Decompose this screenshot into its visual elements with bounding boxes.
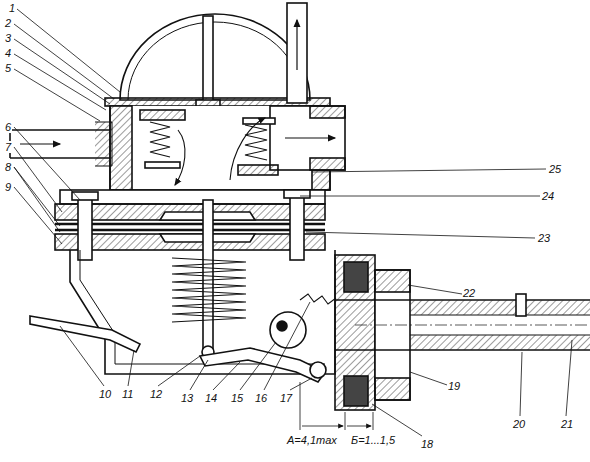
callout-number: 22	[462, 287, 476, 299]
callout-number: 13	[180, 392, 194, 404]
callout-number: 1	[8, 2, 16, 14]
callout-number: 2	[4, 17, 12, 29]
callout-number: 14	[204, 392, 218, 404]
dimension-label: A=4,1max	[286, 434, 338, 446]
callout-number: 23	[537, 232, 551, 244]
callout-number: 11	[121, 388, 134, 400]
callout-number: 7	[4, 141, 12, 153]
callout-number: 15	[230, 392, 244, 404]
dimension-label: Б=1...1,5	[350, 434, 396, 446]
callout-number: 19	[447, 380, 461, 392]
callout-number: 20	[512, 418, 526, 430]
callout-number: 25	[548, 163, 562, 175]
callout-number: 10	[98, 388, 112, 400]
callout-number: 24	[541, 190, 555, 202]
callout-number: 5	[4, 62, 12, 74]
callout-number: 17	[279, 392, 293, 404]
callout-number: 3	[4, 32, 12, 44]
callout-number: 9	[4, 181, 12, 193]
callout-number: 8	[4, 161, 12, 173]
callout-number: 21	[560, 418, 574, 430]
callout-number: 6	[4, 121, 12, 133]
callout-number: 4	[4, 47, 12, 59]
callout-number: 12	[149, 388, 163, 400]
callout-number: 16	[254, 392, 268, 404]
callout-number: 18	[420, 438, 434, 450]
